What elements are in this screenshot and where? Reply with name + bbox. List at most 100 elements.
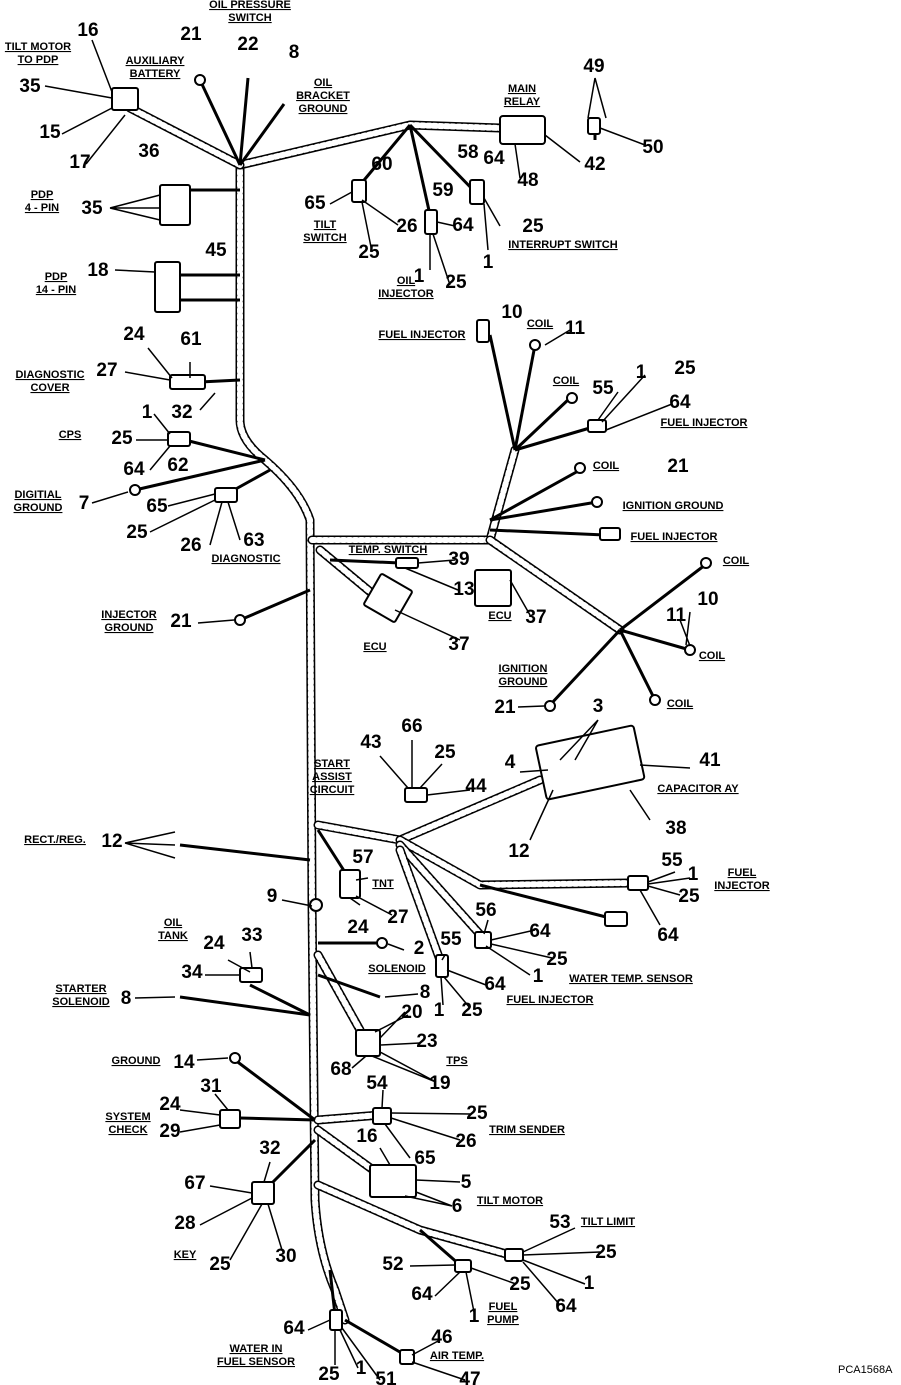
- callout-12: 12: [101, 831, 122, 852]
- label-diagnostic: DIAGNOSTIC: [211, 553, 280, 565]
- callout-55: 55: [592, 378, 614, 399]
- callout-60: 60: [371, 154, 392, 175]
- label-interrupt-switch: INTERRUPT SWITCH: [508, 239, 617, 251]
- callout-65: 65: [146, 496, 168, 517]
- callout-37: 37: [525, 607, 546, 628]
- label-tps: TPS: [446, 1055, 467, 1067]
- callout-64: 64: [657, 925, 679, 946]
- callout-64: 64: [669, 392, 691, 413]
- callout-21: 21: [494, 697, 516, 718]
- callout-38: 38: [665, 818, 686, 839]
- callout-53: 53: [549, 1212, 570, 1233]
- callout-35: 35: [81, 198, 103, 219]
- callout-64: 64: [452, 215, 474, 236]
- label-tnt: TNT: [372, 878, 394, 890]
- callout-43: 43: [360, 732, 381, 753]
- callout-6: 6: [452, 1196, 463, 1217]
- label-capacitor-ay: CAPACITOR AY: [657, 783, 739, 795]
- label-coil-1: COIL: [527, 318, 554, 330]
- label-trim-sender: TRIM SENDER: [489, 1124, 565, 1136]
- callout-61: 61: [180, 329, 202, 350]
- callout-39: 39: [448, 549, 469, 570]
- callout-58: 58: [457, 142, 478, 163]
- label-coil-5: COIL: [699, 650, 726, 662]
- callout-27: 27: [96, 360, 117, 381]
- callout-48: 48: [517, 170, 538, 191]
- callout-64: 64: [483, 148, 505, 169]
- label-cps: CPS: [59, 429, 82, 441]
- callout-5: 5: [461, 1172, 472, 1193]
- callout-25: 25: [466, 1103, 488, 1124]
- callout-12: 12: [508, 841, 529, 862]
- callout-26: 26: [180, 535, 201, 556]
- callout-35: 35: [19, 76, 41, 97]
- callout-44: 44: [465, 776, 487, 797]
- label-temp-switch: TEMP. SWITCH: [349, 544, 428, 556]
- callout-32: 32: [259, 1138, 280, 1159]
- callout-47: 47: [459, 1369, 480, 1385]
- callout-25: 25: [318, 1364, 340, 1385]
- callout-24: 24: [159, 1094, 181, 1115]
- callout-34: 34: [181, 962, 203, 983]
- label-air-temp: AIR TEMP.: [430, 1350, 484, 1362]
- callout-11: 11: [565, 318, 586, 339]
- callout-37: 37: [448, 634, 469, 655]
- callout-25: 25: [434, 742, 456, 763]
- callout-52: 52: [382, 1254, 403, 1275]
- callout-20: 20: [401, 1002, 422, 1023]
- callout-8: 8: [420, 982, 431, 1003]
- label-fuel-injector-right1: FUEL INJECTOR: [661, 417, 748, 429]
- callout-25: 25: [126, 522, 148, 543]
- callout-63: 63: [243, 530, 264, 551]
- callout-56: 56: [475, 900, 496, 921]
- callout-28: 28: [174, 1213, 195, 1234]
- callout-55: 55: [440, 929, 462, 950]
- callout-24: 24: [203, 933, 225, 954]
- callout-1: 1: [688, 864, 699, 885]
- callout-22: 22: [237, 34, 258, 55]
- callout-24: 24: [347, 917, 369, 938]
- label-key: KEY: [174, 1249, 197, 1261]
- callout-31: 31: [200, 1076, 222, 1097]
- label-fuel-injector-low: FUEL INJECTOR: [507, 994, 594, 1006]
- callout-55: 55: [661, 850, 683, 871]
- harness-trunk: [125, 103, 635, 1325]
- label-fuel-injector-right2: FUEL INJECTOR: [631, 531, 718, 543]
- callout-64: 64: [484, 974, 506, 995]
- callout-8: 8: [121, 988, 132, 1009]
- callout-45: 45: [205, 240, 227, 261]
- callout-15: 15: [39, 122, 61, 143]
- callout-13: 13: [453, 579, 474, 600]
- callout-49: 49: [583, 56, 604, 77]
- callout-68: 68: [330, 1059, 351, 1080]
- leader-lines: [44, 39, 691, 1381]
- callout-26: 26: [455, 1131, 476, 1152]
- label-solenoid: SOLENOID: [368, 963, 426, 975]
- label-ignition-ground-right: IGNITION GROUND: [623, 500, 724, 512]
- callout-36: 36: [138, 141, 159, 162]
- callout-64: 64: [283, 1318, 305, 1339]
- callout-1: 1: [434, 1000, 445, 1021]
- callout-14: 14: [173, 1052, 195, 1073]
- callout-1: 1: [584, 1273, 595, 1294]
- callout-4: 4: [505, 752, 516, 773]
- callout-25: 25: [445, 272, 467, 293]
- label-ground: GROUND: [112, 1055, 161, 1067]
- callout-51: 51: [375, 1369, 397, 1385]
- callout-25: 25: [209, 1254, 231, 1275]
- callout-25: 25: [509, 1274, 531, 1295]
- callout-41: 41: [699, 750, 721, 771]
- callout-21: 21: [667, 456, 689, 477]
